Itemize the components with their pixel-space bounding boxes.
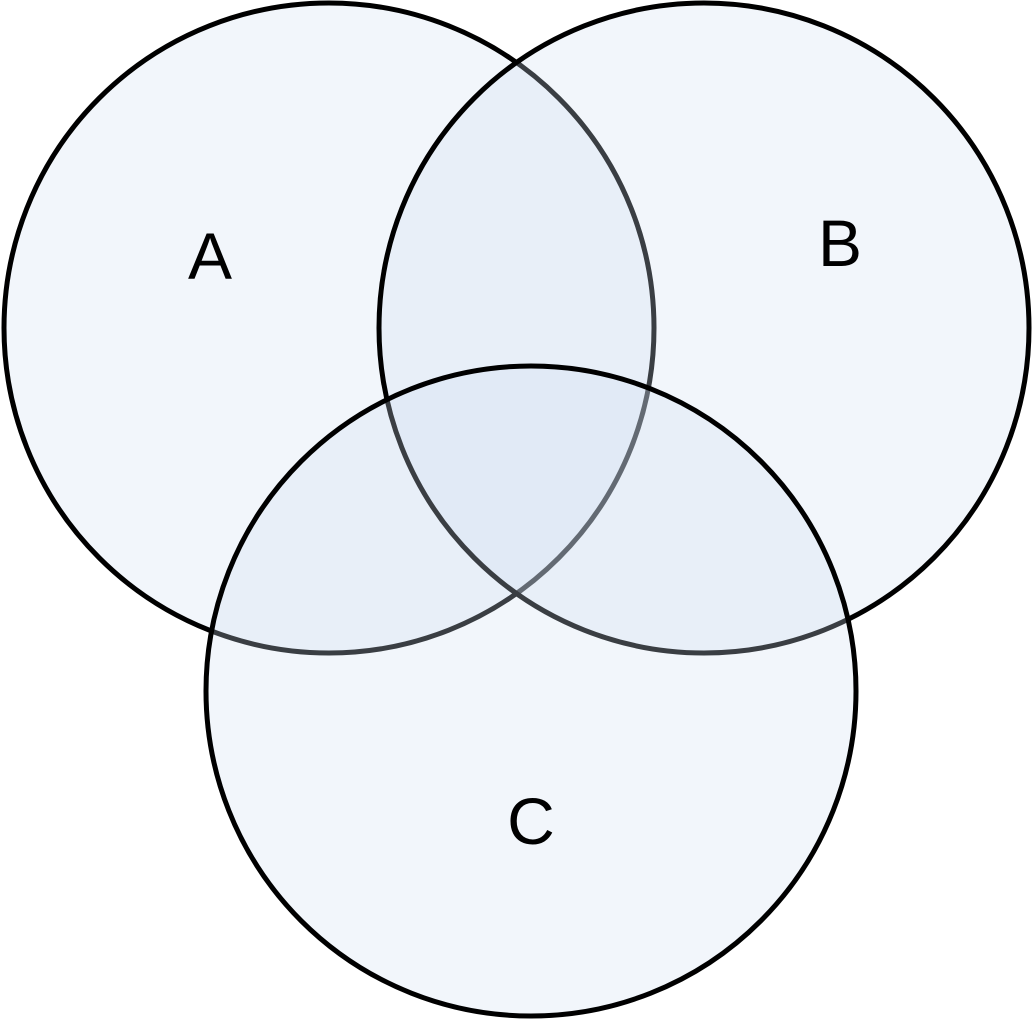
set-a-circle [1,0,657,656]
set-c-label: C [507,784,555,858]
set-c-circle [203,363,859,1019]
set-b-label: B [818,206,862,280]
set-a-label: A [188,219,232,293]
set-b-circle [376,0,1032,656]
